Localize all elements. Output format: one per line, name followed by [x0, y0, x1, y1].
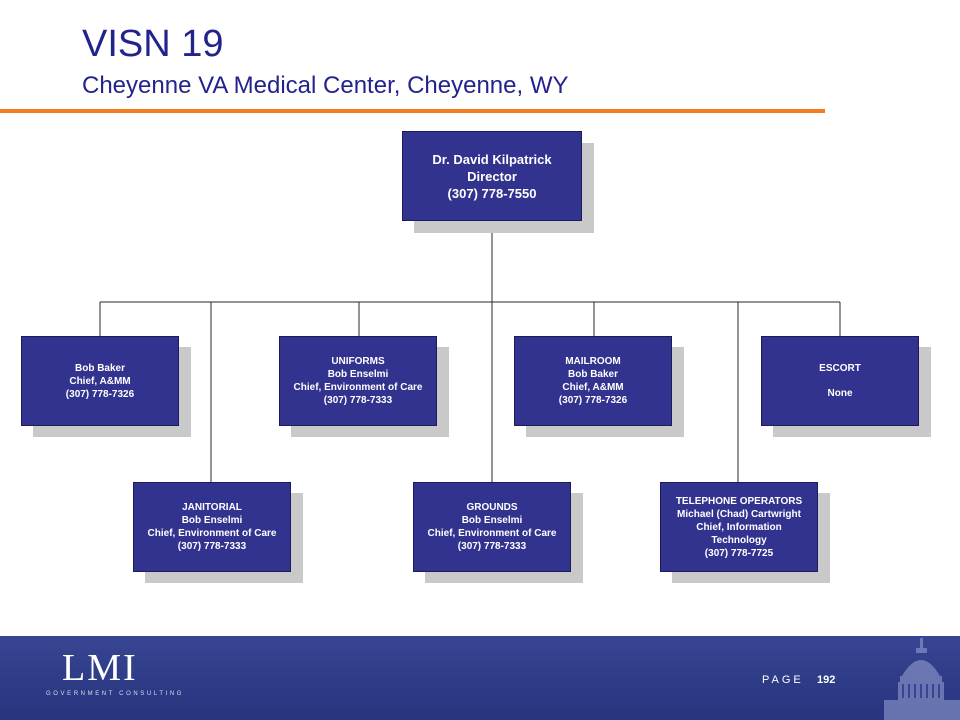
telephone-heading: TELEPHONE OPERATORS	[675, 495, 803, 507]
lmi-logo: LMI	[62, 647, 138, 689]
page-number: 192	[817, 674, 836, 686]
director-phone: (307) 778-7550	[447, 185, 537, 201]
lmi-tagline: GOVERNMENT CONSULTING	[46, 691, 185, 697]
escort-box: ESCORT None	[761, 336, 919, 426]
telephone-title: Chief, Information	[696, 521, 782, 533]
director-box: Dr. David Kilpatrick Director (307) 778-…	[402, 131, 582, 221]
uniforms-box: UNIFORMS Bob Enselmi Chief, Environment …	[279, 336, 437, 426]
slide-subtitle: Cheyenne VA Medical Center, Cheyenne, WY	[82, 72, 569, 99]
telephone-name: Michael (Chad) Cartwright	[677, 508, 801, 520]
escort-heading: ESCORT	[819, 363, 861, 374]
grounds-heading: GROUNDS	[466, 502, 518, 513]
grounds-name: Bob Enselmi	[461, 515, 523, 526]
mailroom-box: MAILROOM Bob Baker Chief, A&MM (307) 778…	[514, 336, 672, 426]
mailroom-phone: (307) 778-7326	[558, 395, 628, 406]
janitorial-box: JANITORIAL Bob Enselmi Chief, Environmen…	[133, 482, 291, 572]
org-chart-connectors	[99, 221, 841, 482]
escort-staff: None	[827, 388, 853, 399]
janitorial-name: Bob Enselmi	[181, 515, 243, 526]
mailroom-title: Chief, A&MM	[562, 382, 624, 393]
janitorial-phone: (307) 778-7333	[177, 541, 247, 552]
mailroom-name: Bob Baker	[567, 369, 618, 380]
director-title: Director	[467, 168, 517, 184]
janitorial-title: Chief, Environment of Care	[147, 528, 277, 539]
a-mm-name: Bob Baker	[74, 362, 125, 374]
footer-shading	[0, 636, 960, 720]
a-mm-box: Bob Baker Chief, A&MM (307) 778-7326	[21, 336, 179, 426]
a-mm-phone: (307) 778-7326	[65, 388, 135, 400]
grounds-box: GROUNDS Bob Enselmi Chief, Environment o…	[413, 482, 571, 572]
grounds-phone: (307) 778-7333	[457, 541, 527, 552]
mailroom-heading: MAILROOM	[565, 356, 621, 367]
director-name: Dr. David Kilpatrick	[432, 151, 552, 167]
telephone-title-cont: Technology	[711, 534, 767, 546]
uniforms-phone: (307) 778-7333	[323, 395, 393, 406]
telephone-phone: (307) 778-7725	[704, 547, 774, 559]
capitol-dome-icon	[884, 638, 960, 720]
title-divider	[0, 109, 825, 113]
a-mm-title: Chief, A&MM	[69, 375, 131, 387]
grounds-title: Chief, Environment of Care	[427, 528, 557, 539]
telephone-operators-box: TELEPHONE OPERATORS Michael (Chad) Cartw…	[660, 482, 818, 572]
page-label: PAGE	[762, 674, 804, 686]
footer-band	[0, 636, 960, 720]
uniforms-heading: UNIFORMS	[331, 356, 385, 367]
uniforms-title: Chief, Environment of Care	[293, 382, 423, 393]
janitorial-heading: JANITORIAL	[182, 502, 242, 513]
uniforms-name: Bob Enselmi	[327, 369, 389, 380]
slide-title: VISN 19	[82, 23, 224, 65]
